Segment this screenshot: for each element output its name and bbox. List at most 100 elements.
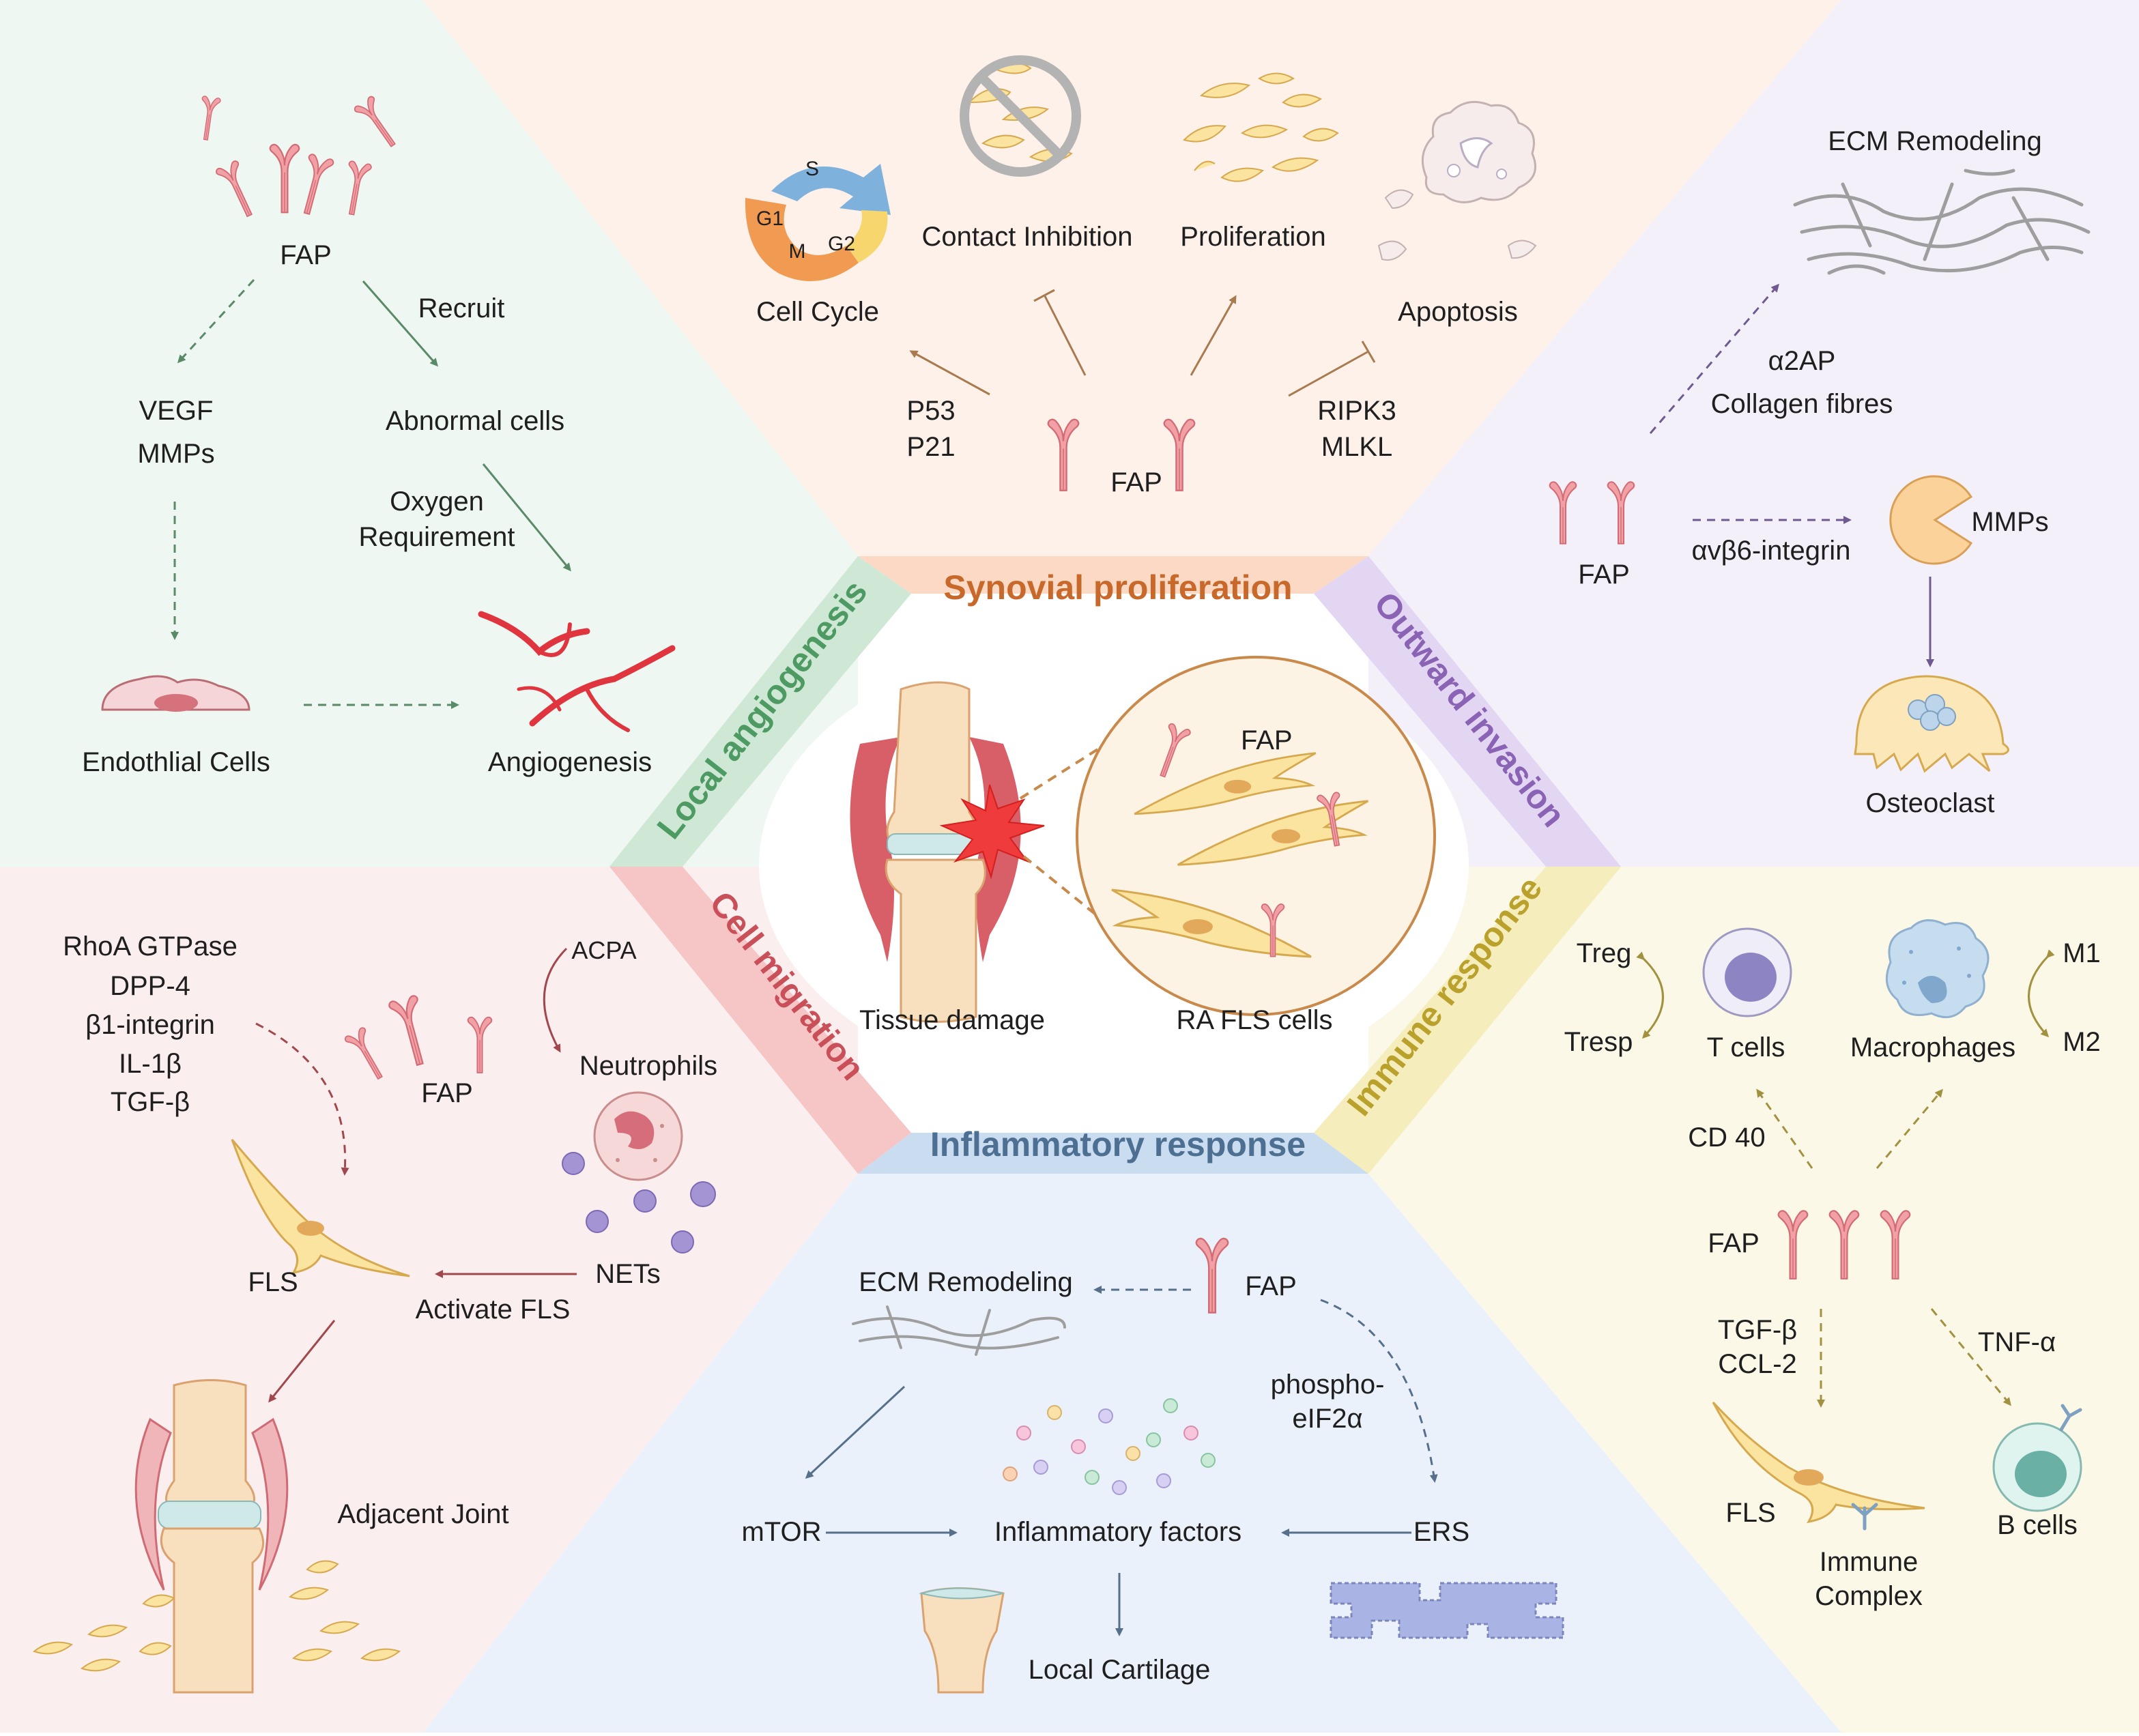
m2-label: M2 [2063, 1027, 2101, 1057]
ecm-fibres-icon [1793, 169, 2091, 275]
b-cell-icon [1992, 1404, 2082, 1512]
migration-fap-label: FAP [421, 1078, 473, 1108]
macrophages-label: Macrophages [1850, 1032, 2015, 1062]
inflam-ecm-label: ECM Remodeling [859, 1267, 1072, 1297]
phase-g2-label: G2 [828, 233, 855, 255]
tgfb-label: TGF-β [111, 1087, 190, 1117]
center-fap-label: FAP [1241, 725, 1293, 755]
osteoclast-label: Osteoclast [1866, 788, 1995, 818]
er-icon [1330, 1582, 1564, 1639]
angio-recruit-label: Recruit [418, 293, 505, 323]
neutrophil-icon [593, 1091, 683, 1181]
apoptosis-icon [1377, 100, 1537, 261]
cell-cycle-icon: S G1 M G2 [745, 158, 891, 281]
migration-panel: RhoA GTPase DPP-4 β1-integrin IL-1β TGF-… [32, 931, 717, 1694]
immune-band [1314, 867, 1621, 1174]
angiogenesis-sector [0, 0, 858, 867]
invasion-fap-label: FAP [1578, 560, 1630, 590]
immune-tgfb-label: TGF-β [1718, 1315, 1797, 1345]
invasion-ecm-label: ECM Remodeling [1828, 126, 2041, 156]
tissue-damage-label: Tissue damage [859, 1005, 1045, 1035]
apoptosis-label: Apoptosis [1398, 297, 1518, 327]
ra-fls-label: RA FLS cells [1177, 1005, 1333, 1035]
immune-fap-label: FAP [1708, 1228, 1760, 1258]
proliferation-icon [1183, 72, 1339, 182]
eif2a-label: eIF2α [1292, 1404, 1362, 1434]
macrophage-icon [1885, 919, 1990, 1019]
ers-label: ERS [1413, 1517, 1469, 1547]
collagen-label: Collagen fibres [1711, 389, 1893, 419]
adjacent-joint-label: Adjacent Joint [337, 1499, 508, 1529]
band-inflammatory-label: Inflammatory response [930, 1125, 1306, 1163]
angio-vegf-label: VEGF [139, 396, 214, 426]
b1int-label: β1-integrin [85, 1010, 215, 1040]
tnfa-label: TNF-α [1978, 1327, 2056, 1357]
angio-abnormal-label: Abnormal cells [386, 406, 564, 436]
invasion-band [1314, 556, 1621, 867]
phase-g1-label: G1 [756, 207, 784, 230]
invasion-panel: ECM Remodeling α2AP Collagen fibres FAP … [1549, 126, 2091, 818]
adjacent-joint-icon [134, 1379, 289, 1694]
t-cell-icon [1702, 927, 1792, 1017]
il1b-label: IL-1β [119, 1049, 182, 1079]
p21-label: P21 [906, 432, 955, 462]
p53-label: P53 [906, 396, 955, 426]
inflammatory-factors-icon [1003, 1398, 1216, 1495]
angio-endothelial-label: Endothlial Cells [82, 747, 270, 777]
mmp-pacman-icon [1889, 475, 1973, 565]
inflam-ecm-fibres-icon [852, 1305, 1066, 1356]
acpa-label: ACPA [571, 936, 636, 964]
activate-fls-label: Activate FLS [416, 1294, 571, 1325]
synovial-band [858, 556, 1368, 594]
tresp-label: Tresp [1564, 1027, 1633, 1057]
cd40-label: CD 40 [1688, 1123, 1765, 1153]
phase-s-label: S [805, 158, 819, 180]
angio-mmps-label: MMPs [137, 439, 214, 469]
immune-panel: Treg Tresp T cells Macrophages M1 M2 CD … [1564, 919, 2101, 1611]
synovial-fap-label: FAP [1110, 467, 1162, 497]
inflammatory-panel: ECM Remodeling FAP phospho- eIF2α mTOR [741, 1237, 1564, 1694]
proliferation-label: Proliferation [1180, 222, 1325, 252]
ccl2-label: CCL-2 [1718, 1349, 1797, 1379]
phospho-label: phospho- [1271, 1370, 1385, 1400]
immune-complex-label-2: Complex [1815, 1581, 1923, 1611]
contact-inhibition-label: Contact Inhibition [921, 222, 1132, 252]
neutrophils-label: Neutrophils [579, 1051, 717, 1081]
immune-fls-label: FLS [1725, 1498, 1775, 1528]
b-cells-label: B cells [1997, 1510, 2078, 1540]
integrin-label: αvβ6-integrin [1692, 536, 1851, 566]
scattered-fls-icons [32, 1560, 401, 1672]
invasion-mmps-label: MMPs [1971, 507, 2048, 537]
m1-label: M1 [2063, 938, 2101, 968]
immune-sector [1368, 867, 2139, 1733]
ripk3-label: RIPK3 [1317, 396, 1396, 426]
migration-fls-label: FLS [248, 1267, 298, 1297]
cartilage-label: Local Cartilage [1029, 1655, 1211, 1685]
contact-inhibition-icon [960, 55, 1081, 177]
treg-label: Treg [1577, 938, 1632, 968]
immune-fls-icon [1712, 1401, 1925, 1524]
osteoclast-icon [1854, 675, 2009, 773]
immune-complex-icon [1851, 1503, 1878, 1531]
dpp4-label: DPP-4 [110, 971, 190, 1001]
t-cells-label: T cells [1707, 1032, 1785, 1062]
center-panel: FAP Tissue damage RA FLS cells [759, 633, 1469, 1097]
blood-vessel-icon [478, 611, 676, 732]
angio-oxygen-label: Oxygen [390, 487, 484, 517]
joint-illustration [850, 681, 1045, 1023]
endothelial-cell-icon [101, 675, 250, 712]
migration-band [609, 867, 911, 1174]
band-synovial-label: Synovial proliferation [943, 568, 1292, 607]
angiogenesis-panel: FAP Recruit VEGF MMPs Abnormal cells Oxy… [82, 94, 676, 777]
angio-angiogenesis-label: Angiogenesis [488, 747, 652, 777]
immune-complex-label-1: Immune [1820, 1547, 1919, 1577]
angio-fap-label: FAP [280, 240, 332, 270]
damage-star-icon [939, 784, 1045, 880]
cartilage-icon [919, 1587, 1005, 1694]
angio-requirement-label: Requirement [358, 522, 515, 552]
nets-icon [562, 1152, 716, 1254]
inflam-fap-label: FAP [1245, 1271, 1297, 1301]
phase-m-label: M [789, 240, 806, 263]
a2ap-label: α2AP [1768, 346, 1836, 376]
